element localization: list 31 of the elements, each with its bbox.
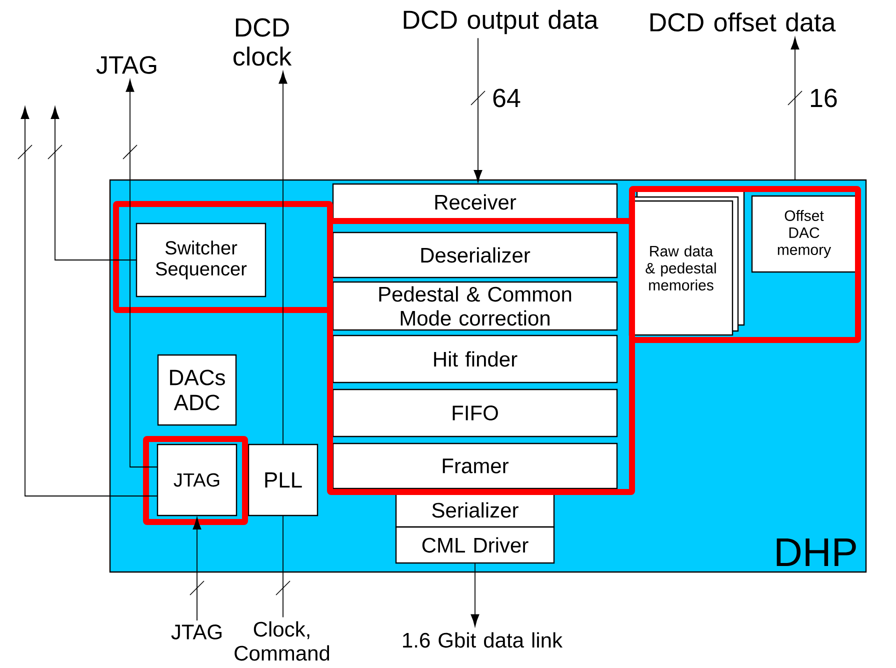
arrow [50, 106, 137, 260]
arrow [278, 71, 288, 445]
process-box: Hit finder [332, 334, 618, 384]
process-box: Pedestal & Common Mode correction [332, 281, 618, 331]
process-box: Deserializer [332, 232, 618, 278]
edge-label: 64 [493, 88, 520, 108]
process-box: PLL [248, 444, 318, 516]
signal-label: Clock, Command [234, 621, 330, 661]
signal-label: DCD output data [404, 10, 598, 34]
process-box: CML Driver [395, 526, 555, 564]
process-box: Framer [332, 442, 618, 490]
signal-label: JTAG [171, 624, 222, 640]
arrow [126, 80, 158, 468]
signal-label: DCD clock [233, 18, 292, 66]
arrow [470, 562, 480, 627]
memory-box: Offset DAC memory [751, 195, 857, 273]
arrow [192, 517, 202, 621]
process-box: Serializer [395, 492, 555, 528]
arrow [20, 106, 158, 496]
process-box: FIFO [332, 388, 618, 438]
memory-stack: Raw data & pedestal memories [628, 190, 745, 336]
signal-label: 1.6 Gbit data link [403, 632, 563, 648]
process-box: JTAG [156, 444, 238, 516]
edge-label: 16 [810, 88, 837, 108]
arrow [790, 37, 800, 180]
process-box: DACs ADC [157, 354, 237, 426]
signal-label: DCD offset data [650, 12, 836, 32]
process-box: Switcher Sequencer [136, 222, 266, 298]
signal-label: JTAG [96, 56, 156, 74]
process-box: Receiver [332, 183, 618, 221]
arrow [474, 38, 482, 182]
